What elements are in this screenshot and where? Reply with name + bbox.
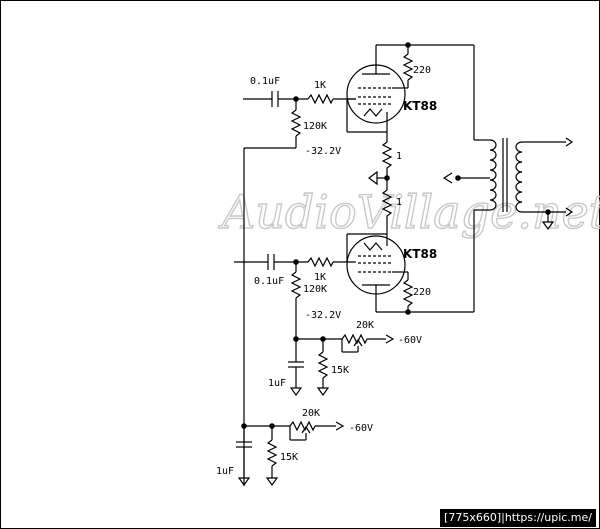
cathode-resistor-top [381,141,393,169]
upper-screen-resistor-label: 220 [413,65,431,76]
cathode-resistor-bottom-label: 1 [396,197,402,208]
upper-screen-resistor [402,53,414,81]
ground-symbol [237,477,251,487]
cathode-resistor-top-label: 1 [396,151,402,162]
lower-coupling-capacitor [267,254,275,270]
lower-bias-resistor [290,271,302,299]
lower-kt88-tube [346,235,406,295]
output-transformer [474,137,574,231]
bias-pot-1-label: 20K [356,320,374,331]
upper-bias-resistor [290,109,302,137]
bias-supply-1-label: -60V [398,335,422,346]
bias-cap-1-label: 1uF [268,378,286,389]
lower-screen-resistor [402,279,414,307]
bias-supply-2-label: -60V [349,423,373,434]
bias-supply-arrow-1 [385,334,395,344]
upper-bias-voltage: -32.2V [305,146,341,157]
upper-grid-resistor [307,93,334,105]
lower-cap-label: 0.1uF [254,276,284,287]
upper-tube-label: KT88 [403,99,437,113]
bias-res-2 [266,439,278,467]
bias-res-1-label: 15K [331,365,349,376]
lower-screen-resistor-label: 220 [413,287,431,298]
lower-bias-voltage: -32.2V [305,310,341,321]
bias-cap-1 [288,361,304,368]
cathode-resistor-bottom [381,189,393,217]
bias-pot-2-label: 20K [302,408,320,419]
b-plus-arrow [442,172,453,184]
lower-bias-resistor-label: 120K [303,284,327,295]
upper-bias-resistor-label: 120K [303,121,327,132]
bias-pot-2 [289,420,316,432]
upper-grid-resistor-label: 1K [314,80,326,91]
bias-res-1 [317,351,329,379]
lower-grid-resistor [307,256,334,268]
upper-cap-label: 0.1uF [250,76,280,87]
upper-coupling-capacitor [271,91,279,107]
bias-pot-1 [341,333,368,345]
bias-res-2-label: 15K [280,452,298,463]
upper-kt88-tube [346,64,406,124]
lower-tube-label: KT88 [403,247,437,261]
ground-symbol [289,387,303,397]
ground-symbol [316,387,330,397]
image-host-badge: [775x660]|https://upic.me/ [440,509,596,527]
ground-arrow [368,170,378,186]
lower-grid-resistor-label: 1K [314,272,326,283]
bias-supply-arrow-2 [335,421,345,431]
bias-cap-2-label: 1uF [216,466,234,477]
ground-symbol [265,477,279,487]
